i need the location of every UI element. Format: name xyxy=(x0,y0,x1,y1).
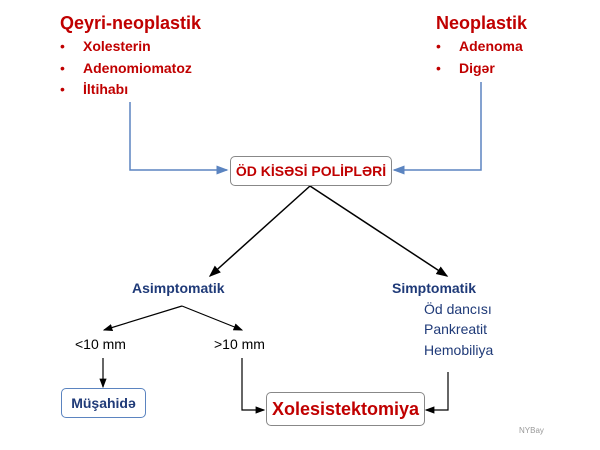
arrow-to-small xyxy=(102,305,183,331)
cholecystectomy-box: Xolesistektomiya xyxy=(266,392,425,426)
bullet: • xyxy=(436,38,441,54)
symptom-item: Pankreatit xyxy=(424,321,488,337)
arrow-nonneoplastic-to-center xyxy=(129,102,229,175)
gallbladder-polyps-box: ÖD KİSƏSİ POLİPLƏRİ xyxy=(230,156,392,186)
watermark: NYBay xyxy=(519,426,544,435)
bullet: • xyxy=(60,81,65,97)
arrow-center-to-asymptomatic xyxy=(208,185,311,278)
list-item: Adenoma xyxy=(459,38,523,54)
arrow-to-large xyxy=(181,305,244,331)
bullet: • xyxy=(60,60,65,76)
symptom-item: Öd dancısı xyxy=(424,301,492,317)
list-item: Digər xyxy=(459,60,495,76)
list-item: Adenomiomatoz xyxy=(83,60,192,76)
list-item: İltihabı xyxy=(83,81,129,97)
observation-box: Müşahidə xyxy=(61,388,146,418)
neoplastic-title: Neoplastik xyxy=(436,13,528,33)
bullet: • xyxy=(436,60,441,76)
size-large-label: >10 mm xyxy=(214,336,265,352)
symptom-item: Hemobiliya xyxy=(424,342,494,358)
arrow-symptomatic-to-surgery xyxy=(424,372,449,414)
size-small-label: <10 mm xyxy=(75,336,126,352)
arrow-large-to-surgery xyxy=(241,358,266,414)
bullet: • xyxy=(60,38,65,54)
asymptomatic-label: Asimptomatik xyxy=(132,280,225,296)
nonneoplastic-title: Qeyri-neoplastik xyxy=(60,13,202,33)
arrow-neoplastic-to-center xyxy=(392,82,482,175)
symptomatic-label: Simptomatik xyxy=(392,280,477,296)
arrow-center-to-symptomatic xyxy=(309,185,449,277)
list-item: Xolesterin xyxy=(83,38,151,54)
